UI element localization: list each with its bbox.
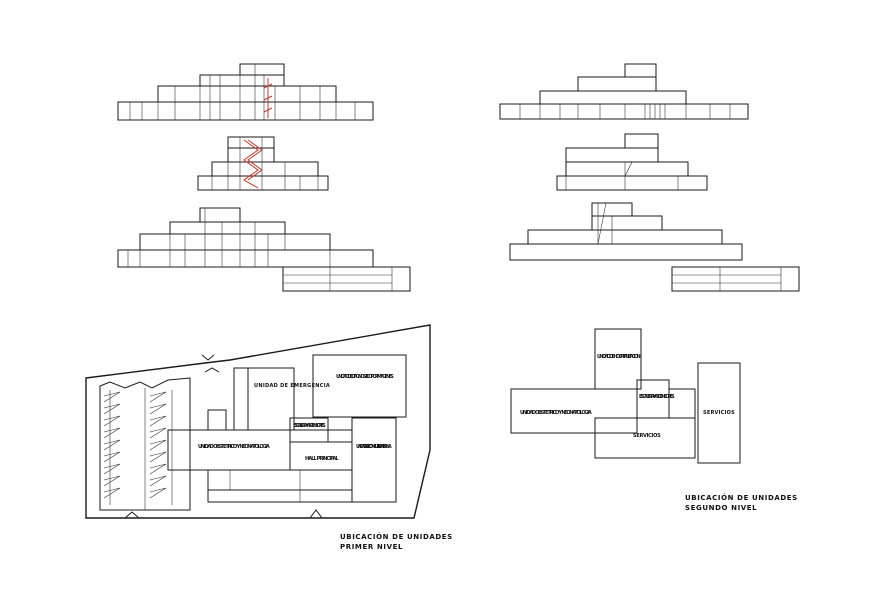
label-hospitalizacion: UNIDAD DE HOSPITALIZACION	[597, 354, 641, 360]
elevation-top-right	[499, 63, 749, 120]
label-diagnostico: UNIDAD DE DIAGNOSTICO POR IMAGENES	[336, 374, 394, 380]
title-segundo-line1: UBICACIÓN DE UNIDADES	[685, 493, 798, 502]
label-obstetrico-1: UNIDAD OBSTETRICO Y NEONATOLOGIA	[198, 444, 270, 450]
label-servicios: SERVICIOS	[703, 410, 735, 416]
elevation-lower-right	[509, 202, 743, 261]
title-block-left	[282, 266, 411, 292]
label-emergencia: UNIDAD DE EMERGENCIA	[254, 383, 330, 389]
title-block-right	[671, 266, 800, 292]
label-consulta: UNIDAD DE CONSULTA EXTERNA	[356, 444, 392, 450]
label-obstetrico-2: UNIDAD OBSTETRICO Y NEONATOLOGIA	[520, 410, 592, 416]
title-primer-line2: PRIMER NIVEL	[340, 543, 403, 551]
label-escalera-1: ESCALERA Y ASCENSORES	[293, 423, 326, 429]
floor-plan-first-level	[85, 324, 431, 519]
title-segundo-line2: SEGUNDO NIVEL	[685, 504, 757, 512]
label-escalera-2: ESCALERA Y ASCENSORES	[639, 394, 675, 400]
title-primer-line1: UBICACIÓN DE UNIDADES	[340, 532, 453, 541]
elevation-middle-left	[197, 136, 329, 191]
floor-plan-second-level	[510, 328, 741, 464]
elevation-top-left	[117, 63, 374, 121]
elevation-lower-left	[117, 207, 374, 268]
label-servicios-2: SERVICIOS	[633, 433, 661, 439]
elevation-middle-right	[556, 133, 708, 191]
label-hall: HALL PRINCIPAL	[305, 456, 340, 462]
